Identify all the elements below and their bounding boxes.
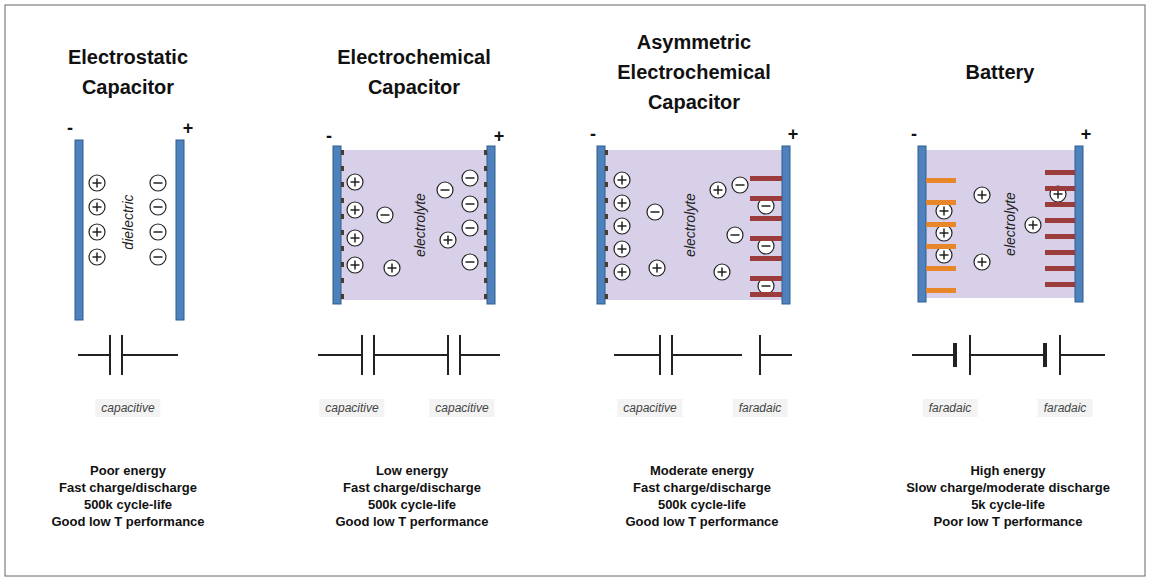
frame-border xyxy=(5,5,1145,576)
property-line: Poor low T performance xyxy=(934,514,1083,529)
property-line: 500k cycle-life xyxy=(84,497,172,512)
terminal-sign: - xyxy=(67,118,73,139)
electrolyte-label: electrolyte xyxy=(682,193,698,257)
column-title: Electrostatic Capacitor xyxy=(43,42,213,102)
terminal-sign: - xyxy=(911,124,917,145)
property-line: Fast charge/discharge xyxy=(343,480,481,495)
terminal-sign: + xyxy=(494,126,505,147)
electrolyte-label: electrolyte xyxy=(1002,192,1018,256)
material-label: dielectric xyxy=(120,194,136,249)
property-line: Good low T performance xyxy=(625,514,778,529)
ions xyxy=(89,170,1066,294)
property-line: High energy xyxy=(970,463,1045,478)
property-line: 500k cycle-life xyxy=(368,497,456,512)
circuit-symbols xyxy=(78,335,1105,375)
circuit-label: faradaic xyxy=(1038,399,1093,417)
electrolyte-fill xyxy=(341,150,487,300)
terminal-sign: - xyxy=(590,124,596,145)
property-line: Low energy xyxy=(376,463,448,478)
electrolyte-region: electrolyte xyxy=(341,150,487,300)
column-title: Asymmetric Electrochemical Capacitor xyxy=(599,27,789,117)
property-line: Fast charge/discharge xyxy=(633,480,771,495)
terminal-sign: - xyxy=(326,126,332,147)
circuit-label: capacitive xyxy=(319,399,384,417)
electrode-plates xyxy=(75,140,1083,320)
electrolyte-region: electrolyte xyxy=(605,150,782,300)
property-line: Slow charge/moderate discharge xyxy=(906,480,1110,495)
circuit-label: capacitive xyxy=(429,399,494,417)
property-line: Fast charge/discharge xyxy=(59,480,197,495)
column-title: Electrochemical Capacitor xyxy=(314,42,514,102)
circuit-label: capacitive xyxy=(95,399,160,417)
terminal-sign: + xyxy=(1081,124,1092,145)
electrolyte-fill xyxy=(926,150,1075,298)
electrolyte-fill xyxy=(605,150,782,300)
electrolyte-region: electrolyte xyxy=(926,150,1075,298)
circuit-label: faradaic xyxy=(923,399,978,417)
property-line: Poor energy xyxy=(90,463,166,478)
electrolyte-label: electrolyte xyxy=(412,193,428,257)
property-line: 500k cycle-life xyxy=(658,497,746,512)
property-line: Moderate energy xyxy=(650,463,754,478)
property-line: 5k cycle-life xyxy=(971,497,1045,512)
property-line: Good low T performance xyxy=(335,514,488,529)
terminal-sign: + xyxy=(183,118,194,139)
circuit-label: capacitive xyxy=(617,399,682,417)
circuit-label: faradaic xyxy=(733,399,788,417)
electrode-structures xyxy=(341,150,1075,299)
column-title: Battery xyxy=(925,57,1075,87)
property-line: Good low T performance xyxy=(51,514,204,529)
terminal-sign: + xyxy=(788,124,799,145)
